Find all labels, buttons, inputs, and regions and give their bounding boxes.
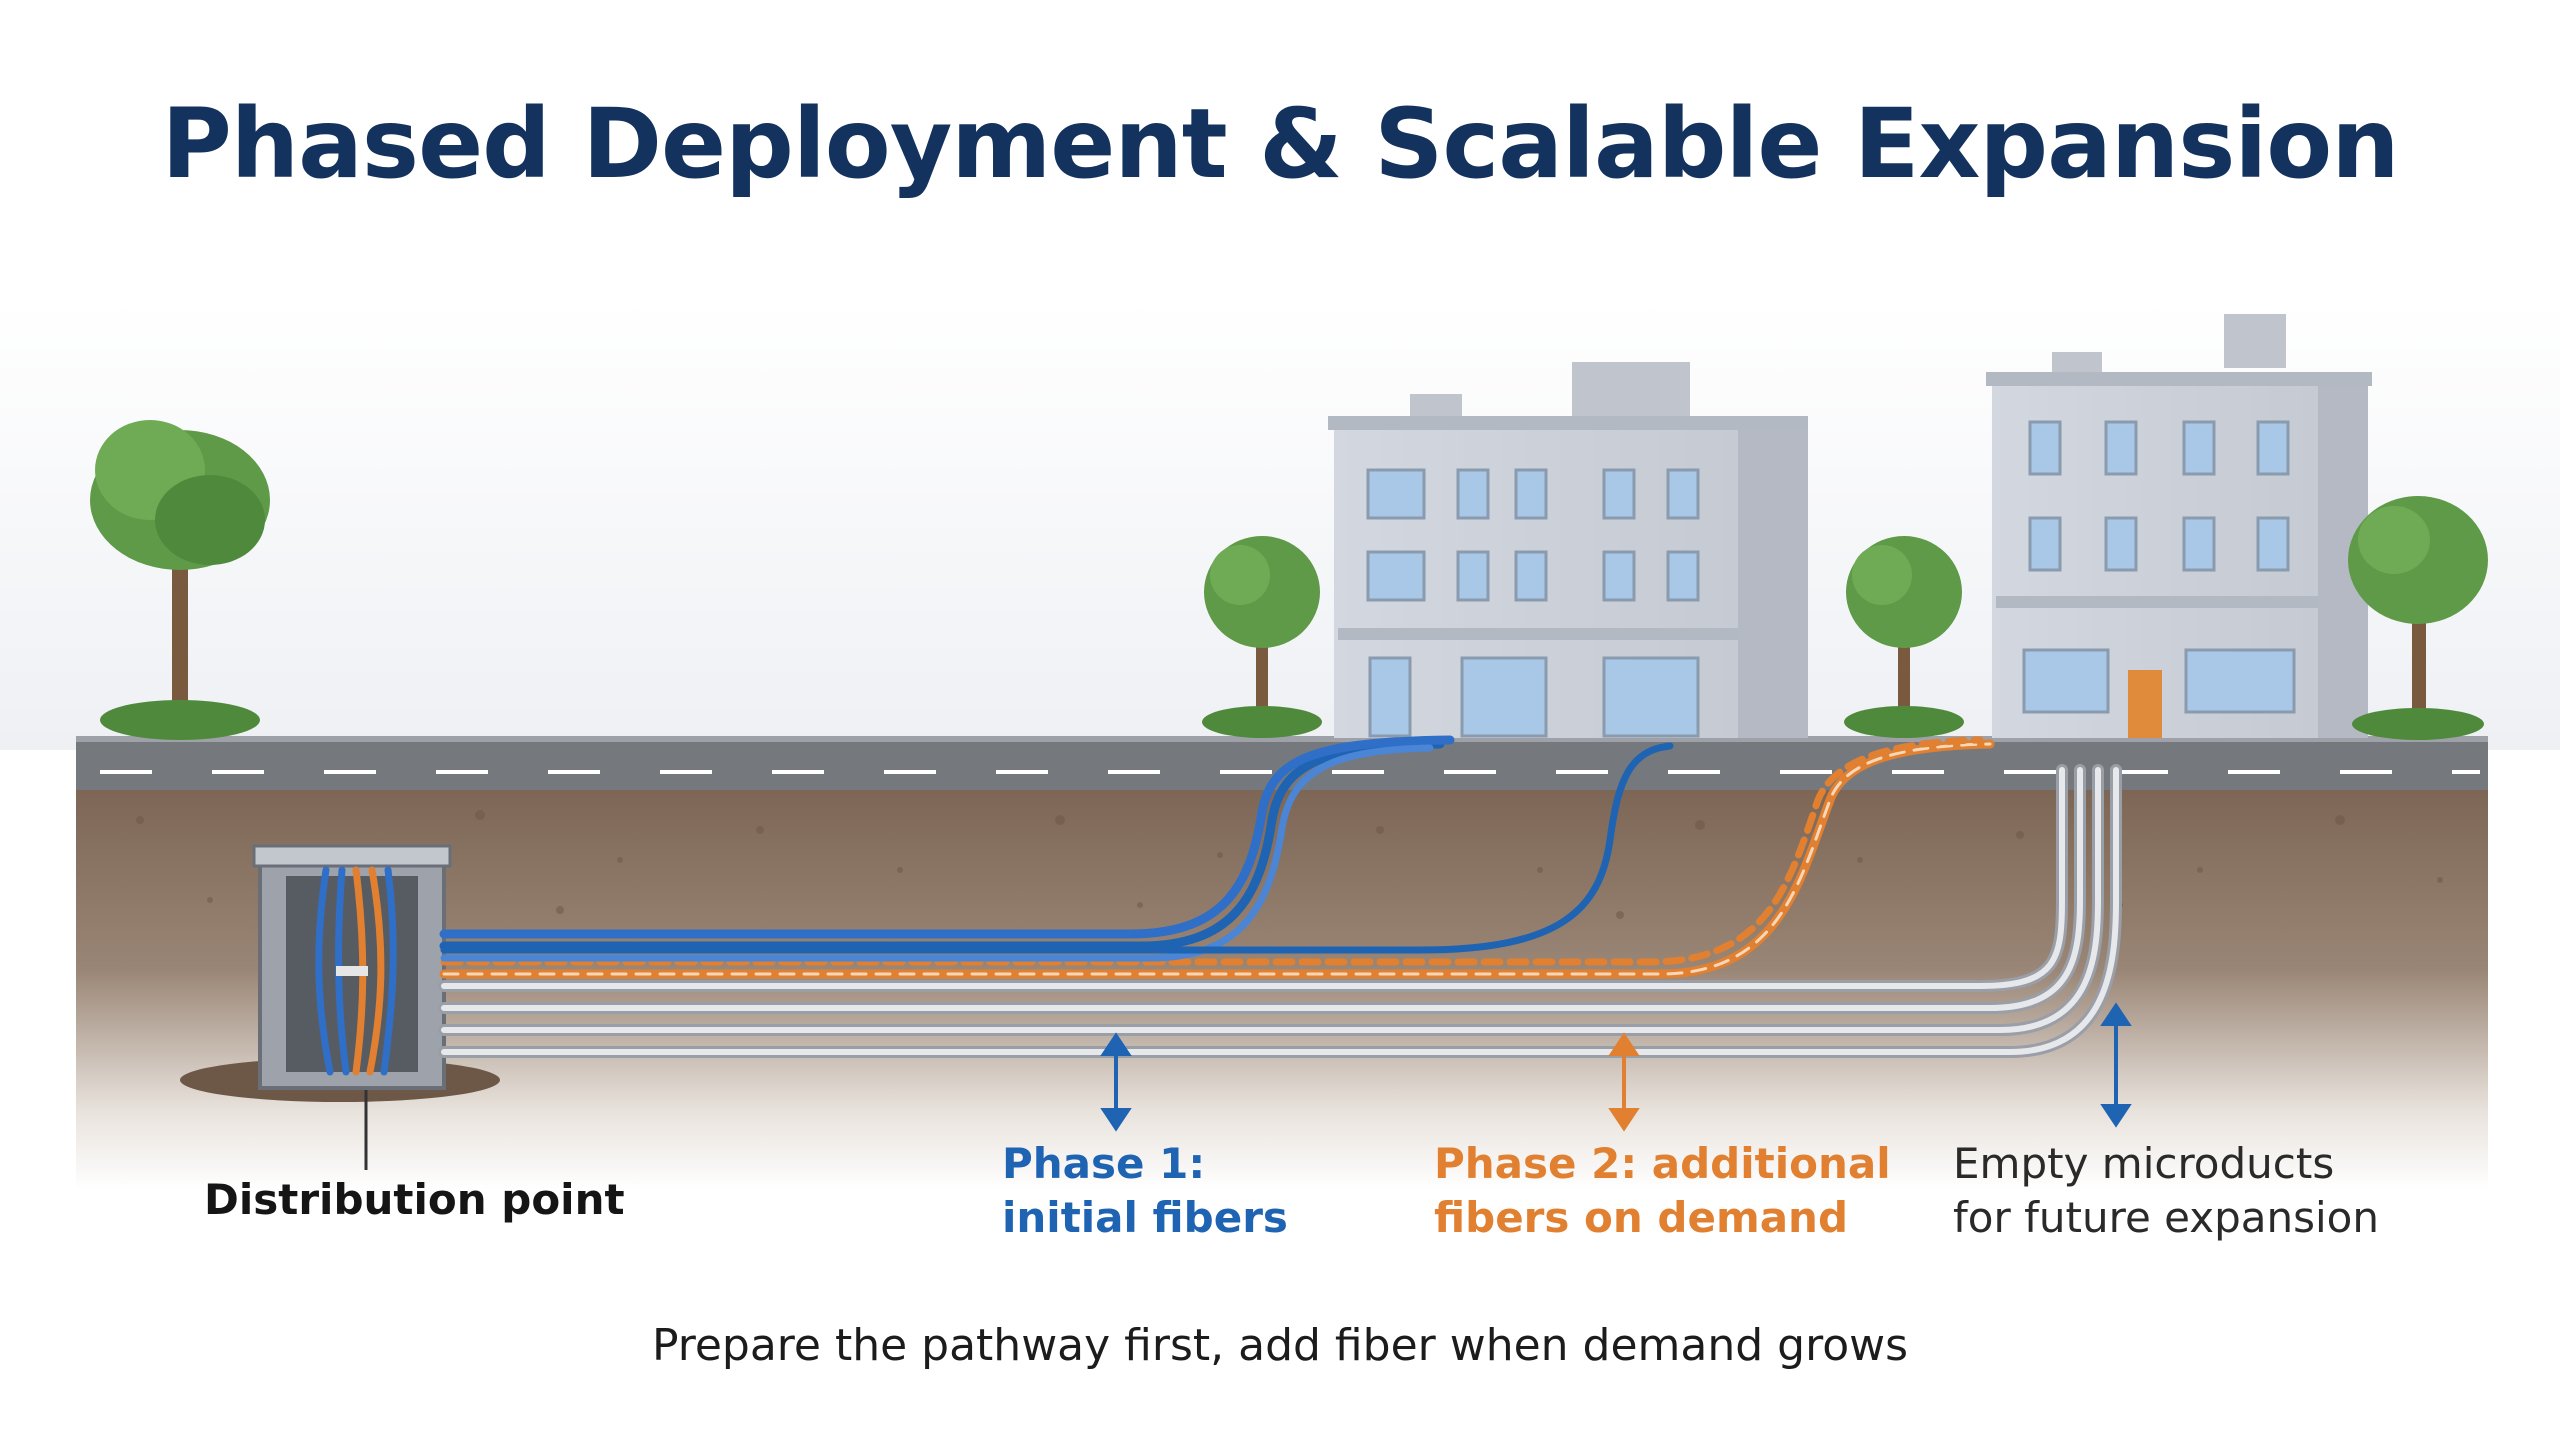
tree-far-left [90,420,270,740]
phase1-label-line2: initial fibers [1002,1193,1288,1242]
phase2-fibers [439,736,1995,979]
tree-far-right [2348,496,2488,740]
caption: Prepare the pathway first, add fiber whe… [651,1320,1909,1371]
phase1-label-line1: Phase 1: [1002,1139,1206,1188]
empty-duct-arrow [2100,1002,2132,1128]
soil-texture [136,810,2443,919]
empty-microducts [438,764,2122,1058]
door [2128,670,2162,738]
tree-mid-right [1844,536,1964,738]
empty-microducts-label-line1: Empty microducts [1953,1139,2335,1188]
empty-microducts-label-line2: for future expansion [1953,1193,2379,1242]
distribution-point-label: Distribution point [204,1173,625,1227]
empty-microducts-label: Empty microducts for future expansion [1953,1137,2379,1245]
tree-mid-left [1202,536,1322,738]
phase1-fibers [439,735,1674,962]
building-left [1328,362,1808,738]
phase2-label-line2: fibers on demand [1434,1193,1849,1242]
sidewalk-edge [76,736,2488,742]
phase1-arrow [1100,1032,1132,1132]
distribution-chamber [180,844,500,1170]
building-right [1986,314,2372,738]
page-title: Phased Deployment & Scalable Expansion [161,88,2399,200]
phase1-label: Phase 1: initial fibers [1002,1137,1288,1245]
phase2-label: Phase 2: additional fibers on demand [1434,1137,1891,1245]
distribution-point-text: Distribution point [204,1175,625,1224]
phase2-arrow [1608,1032,1640,1132]
phase2-label-line1: Phase 2: additional [1434,1139,1891,1188]
